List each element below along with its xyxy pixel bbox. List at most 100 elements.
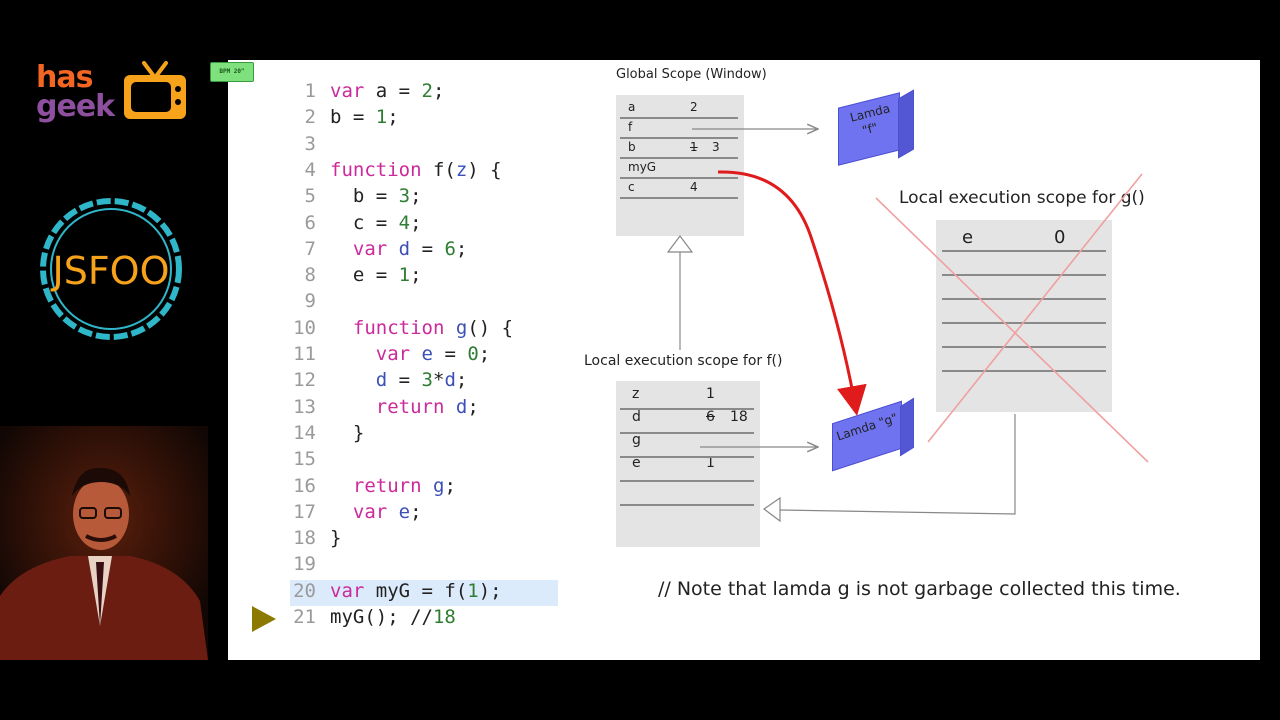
code-line: 14 } [290,422,364,448]
scope_g-row-divider [942,250,1106,252]
line-number: 3 [304,132,316,155]
code-text: var a = 2; [330,80,445,102]
code-text: c = 4; [330,211,422,234]
code-text: var myG = f(1); [330,579,502,602]
code-text: function g() { [352,316,514,339]
recording-badge: BPM 20" [210,62,254,82]
scope-g-title: Local execution scope for g() [899,188,1145,208]
code-text: function f(z) { [330,158,502,181]
line-number: 6 [304,211,316,234]
code-line: 16 return g; [290,475,456,501]
code-line: 2 b = 1; [290,106,399,132]
scope_f-row-divider [620,480,754,482]
global_scope-row-divider [620,177,738,179]
scope_g-row-divider [942,274,1106,276]
global_scope-var-name: b [628,140,636,154]
line-number: 2 [304,106,316,129]
scope_g-row-divider [942,298,1106,300]
code-text: b = 1; [330,106,399,129]
code-line: 17 var e; [290,500,422,527]
line-number: 15 [293,448,316,471]
code-line: 15 [290,448,330,474]
hasgeek-logo-has: has [36,60,93,95]
scope_f-old-value: 6 [706,409,715,425]
code-line: 19 [290,553,330,579]
code-text: var e = 0; [375,343,491,365]
code-text: var e; [352,500,422,523]
line-number: 10 [293,316,316,339]
garbage-collection-note: // Note that lamda g is not garbage coll… [658,578,1181,600]
code-line: 11 var e = 0; [290,343,490,369]
scope_g-var-name: e [962,227,974,248]
scope-f-title: Local execution scope for f() [584,353,783,369]
line-number: 1 [304,80,316,102]
scope_f-row-divider [620,408,754,410]
global_scope-var-value: 3 [712,140,720,154]
lambda-g-cube-side [900,397,914,457]
code-line: 18} [290,527,341,553]
global_scope-row-divider [620,157,738,159]
line-number: 21 [293,606,316,628]
jsfoo-badge-icon: JSFOO [40,198,182,340]
global_scope-row-divider [620,117,738,119]
code-line: 1 var a = 2; [290,80,445,106]
scope_f-row-divider [620,432,754,434]
global-scope-title: Global Scope (Window) [616,67,767,82]
line-number: 11 [293,343,316,365]
global_scope-row-divider [620,197,738,199]
code-line: 20 var myG = f(1); [290,579,558,606]
code-text: } [330,421,365,444]
tv-icon [124,61,186,119]
global_scope-row-divider [620,137,738,139]
code-line: 6 c = 4; [290,212,422,238]
scope_f-row-divider [620,456,754,458]
global_scope-var-name: a [628,100,636,114]
code-line: 13 return d; [290,396,479,422]
line-number: 7 [304,237,316,260]
code-line: 21 myG(); //18 [290,606,456,632]
code-line: 5 b = 3; [290,185,422,211]
code-text: b = 3; [330,185,422,208]
lambda-f-cube-side [898,89,914,159]
code-text: var d = 6; [352,237,468,260]
scope_g-var-value: 0 [1054,227,1066,248]
current-line-arrow-icon [252,606,276,632]
scope_f-var-value: 1 [706,455,715,471]
code-text: return d; [375,395,479,418]
scope_f-var-value: 1 [706,386,715,402]
line-number: 20 [293,579,316,602]
code-line: 7 var d = 6; [290,237,468,264]
jsfoo-wordmark: JSFOO [50,249,169,293]
line-number: 16 [293,474,316,497]
scope_f-var-value: 18 [730,409,748,425]
hasgeek-logo-geek: geek [36,89,115,124]
scope_f-var-name: e [632,455,641,471]
global_scope-old-value: 1 [690,140,698,154]
code-text: d = 3*d; [375,369,468,392]
code-line: 8 e = 1; [290,264,422,290]
scope_g-row-divider [942,346,1106,348]
global_scope-var-name: f [628,120,633,134]
code-text: e = 1; [330,264,422,287]
scope_f-var-name: z [632,386,640,402]
scope_f-var-name: d [632,409,641,425]
speaker-video [0,426,208,660]
line-number: 8 [304,264,316,287]
scope-g-box [936,220,1112,412]
line-number: 9 [304,290,316,313]
code-text: return g; [352,474,456,497]
line-number: 14 [293,421,316,444]
code-line: 10 function g() { [290,317,513,343]
code-text: myG(); //18 [330,606,456,628]
global_scope-var-name: c [628,180,635,194]
line-number: 12 [293,369,316,392]
scope_g-row-divider [942,322,1106,324]
line-number: 17 [293,500,316,523]
scope_f-var-name: g [632,432,641,448]
line-number: 13 [293,395,316,418]
line-number: 18 [293,527,316,550]
scope_f-row-divider [620,504,754,506]
code-text: } [330,527,342,550]
global_scope-var-value: 4 [690,180,698,194]
